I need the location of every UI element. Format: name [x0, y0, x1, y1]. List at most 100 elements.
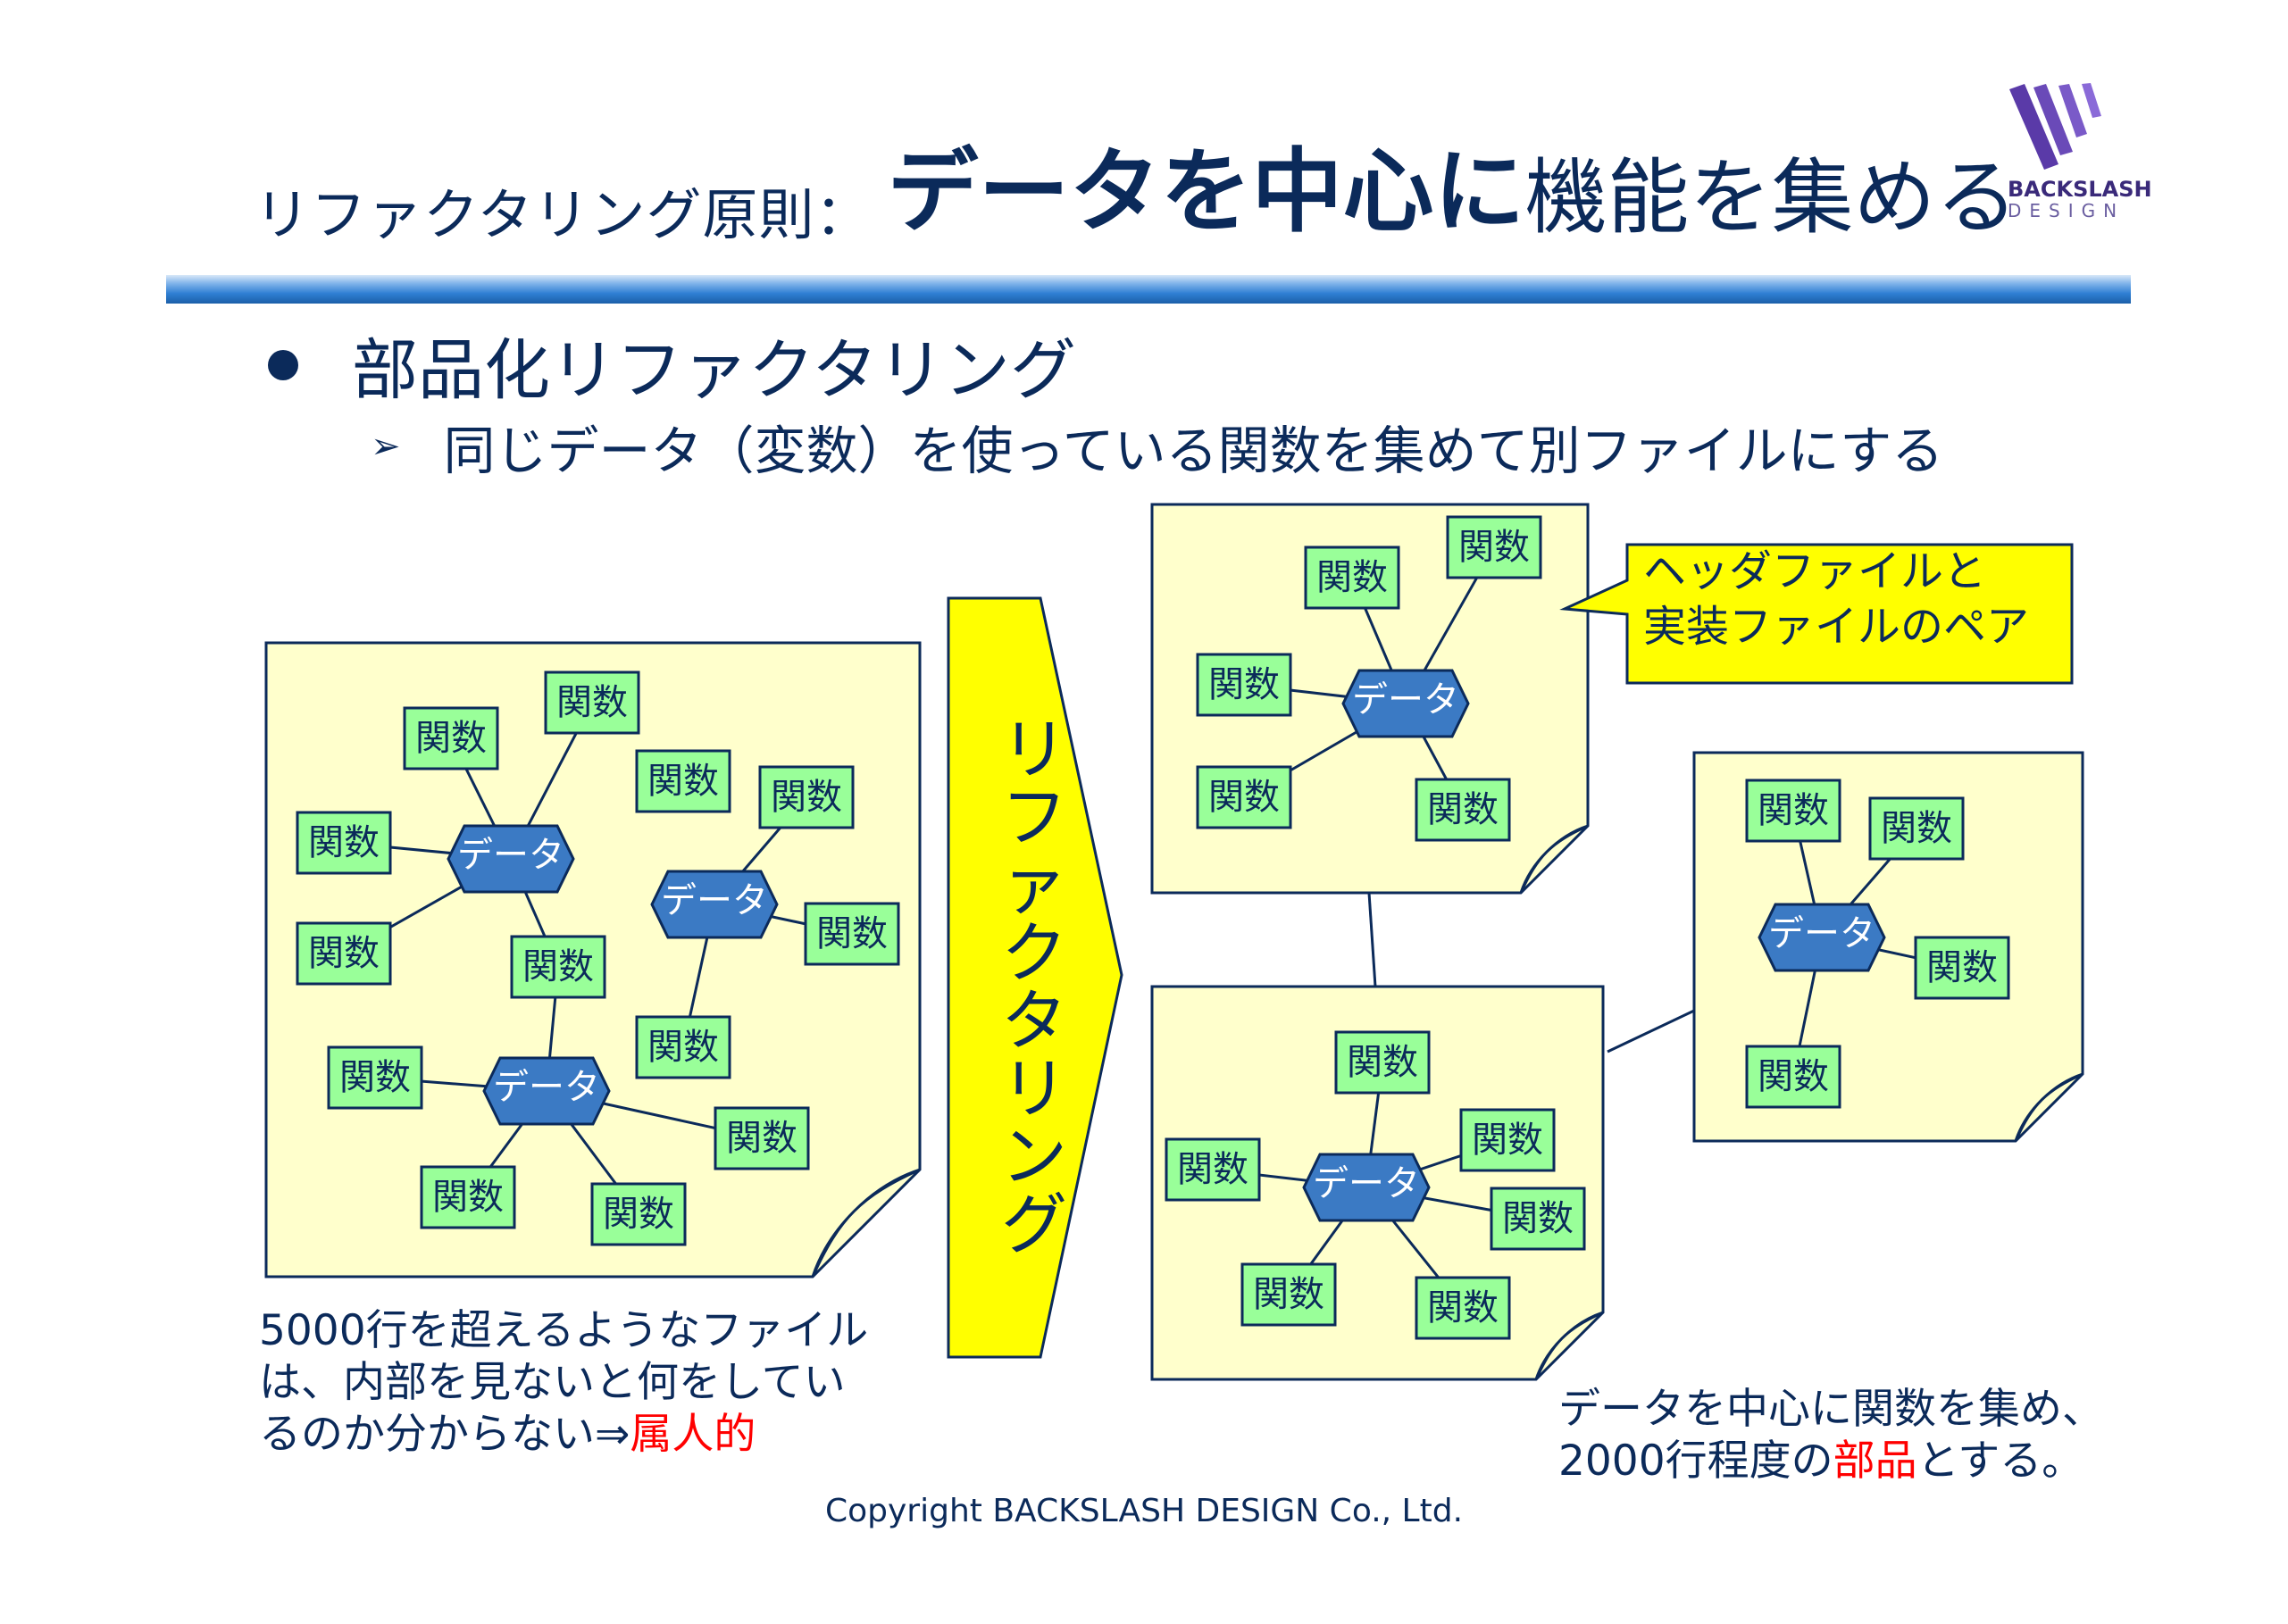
sub-bullet-item: ➢ 同じデータ（変数）を使っている関数を集めて別ファイルにする [371, 409, 1943, 484]
arrow-bullet-icon: ➢ [371, 426, 401, 467]
left-data-node-2-label: データ [661, 880, 768, 921]
right-caption-highlight: 部品 [1833, 1437, 1917, 1486]
header-data-node [1341, 669, 1470, 738]
impl-func-node-label: 関数 [1177, 1149, 1248, 1190]
left-func-node-label: 関数 [726, 1118, 797, 1159]
left-func-node-label: 関数 [308, 933, 380, 974]
impl-func-node [1240, 1262, 1337, 1327]
impl-func-node [1459, 1108, 1556, 1172]
header-func-node [1415, 778, 1511, 842]
part-func-node [1745, 1045, 1841, 1109]
left-caption-line1: 5000行を超えるようなファイル [259, 1306, 869, 1355]
arrow-label-char: ク [1001, 915, 1067, 992]
part-func-node [1914, 936, 2010, 1000]
left-func-node [327, 1045, 423, 1110]
impl-func-node-label: 関数 [1253, 1274, 1324, 1315]
sub-bullet-text: 同じデータ（変数）を使っている関数を集めて別ファイルにする [443, 421, 1944, 481]
impl-func-node-label: 関数 [1472, 1120, 1543, 1161]
callout-line1: ヘッダファイルと [1643, 546, 1986, 596]
part-file-note [1692, 751, 2084, 1143]
part-file-note-fold [2014, 1072, 2083, 1142]
left-func-node-label: 関数 [647, 761, 719, 802]
left-caption-line3: るのか分からない⇒属人的 [259, 1409, 868, 1461]
arrow-label-char: ン [1001, 1119, 1067, 1195]
left-func-node [758, 765, 855, 829]
right-caption-line2-prefix: 2000行程度の [1558, 1437, 1833, 1486]
arrow-label-char: グ [1001, 1187, 1067, 1263]
part-connector [1607, 1009, 1695, 1054]
header-func-node [1304, 545, 1400, 610]
right-caption-line2-suffix: とする。 [1916, 1437, 2084, 1486]
impl-func-node-label: 関数 [1427, 1287, 1499, 1328]
bullet-item: 部品化リファクタリング [268, 317, 1076, 412]
left-func-node-label: 関数 [522, 946, 594, 987]
part-func-node-label: 関数 [1758, 1056, 1829, 1097]
left-data-node-3 [482, 1056, 611, 1126]
title-rest: 機能を集める [1524, 150, 2018, 246]
header-func-node [1196, 653, 1292, 717]
title-underline-bar [166, 275, 2131, 304]
left-file-note-fold [811, 1168, 921, 1278]
left-func-node-label: 関数 [432, 1177, 504, 1218]
part-data-node [1758, 903, 1886, 972]
left-data-node-3-label: データ [493, 1067, 600, 1108]
left-data-node-1 [447, 824, 575, 894]
part-func-node-label: 関数 [1758, 790, 1829, 831]
header-func-node [1446, 515, 1542, 579]
left-data-node-1-label: データ [457, 835, 564, 876]
header-func-node-label: 関数 [1316, 557, 1388, 598]
left-func-node [544, 670, 640, 735]
left-func-node [296, 811, 392, 875]
arrow-label-char: リ [1001, 1051, 1067, 1128]
impl-func-node [1490, 1187, 1586, 1251]
bullet-text: 部品化リファクタリング [352, 332, 1077, 409]
header-file-note-fold [1519, 824, 1589, 894]
left-caption-line3-prefix: るのか分からない⇒ [259, 1410, 630, 1459]
left-func-node-label: 関数 [339, 1057, 411, 1098]
impl-data-node [1302, 1153, 1431, 1222]
left-func-node [510, 935, 606, 999]
header-func-node-label: 関数 [1208, 664, 1280, 705]
part-data-node-label: データ [1768, 913, 1875, 954]
callout-line2: 実装ファイルのペア [1643, 602, 2029, 652]
left-data-node-2 [650, 870, 779, 939]
title-emphasis: データを中心に [887, 139, 1525, 246]
left-func-node [714, 1106, 810, 1170]
left-func-node-label: 関数 [816, 913, 888, 954]
left-caption-highlight: 属人的 [630, 1410, 756, 1459]
header-func-node-label: 関数 [1208, 777, 1280, 818]
left-func-node [635, 749, 731, 813]
left-caption: 5000行を超えるようなファイル は、内部を見ないと何をしてい るのか分からない… [259, 1305, 868, 1461]
impl-func-node-label: 関数 [1347, 1042, 1418, 1083]
left-func-node-label: 関数 [415, 718, 487, 759]
part-func-node [1745, 779, 1841, 843]
arrow-label-char: リ [1001, 712, 1067, 788]
left-func-node-label: 関数 [647, 1027, 719, 1068]
logo-text-line2: DESIGN [2008, 200, 2125, 221]
callout-box [1559, 543, 2074, 685]
left-func-node-label: 関数 [603, 1194, 674, 1235]
arrow-label-char: ァ [1001, 847, 1067, 924]
part-func-node-label: 関数 [1881, 808, 1952, 849]
impl-func-node-label: 関数 [1502, 1198, 1574, 1239]
left-func-node [635, 1015, 731, 1079]
left-func-node [403, 706, 499, 770]
left-func-node [590, 1182, 687, 1246]
part-func-node [1868, 796, 1965, 861]
title-prefix: リファクタリング原則： [255, 182, 872, 247]
impl-func-node [1334, 1030, 1431, 1095]
arrow-label-char: フ [1001, 779, 1067, 856]
left-func-node [804, 902, 900, 966]
copyright-text: Copyright BACKSLASH DESIGN Co., Ltd. [824, 1493, 1464, 1529]
part-func-node-label: 関数 [1926, 947, 1998, 988]
right-caption-line1: データを中心に関数を集め、 [1558, 1385, 2104, 1434]
impl-data-node-label: データ [1313, 1163, 1420, 1204]
header-func-node-label: 関数 [1458, 527, 1530, 568]
impl-func-node [1415, 1276, 1511, 1340]
header-func-node-label: 関数 [1427, 789, 1499, 830]
bullet-dot-icon [268, 349, 298, 380]
right-caption: データを中心に関数を集め、 2000行程度の部品とする。 [1558, 1384, 2104, 1487]
right-caption-line2: 2000行程度の部品とする。 [1558, 1436, 2104, 1487]
impl-func-node [1165, 1137, 1261, 1202]
refactoring-arrow [947, 596, 1123, 1359]
